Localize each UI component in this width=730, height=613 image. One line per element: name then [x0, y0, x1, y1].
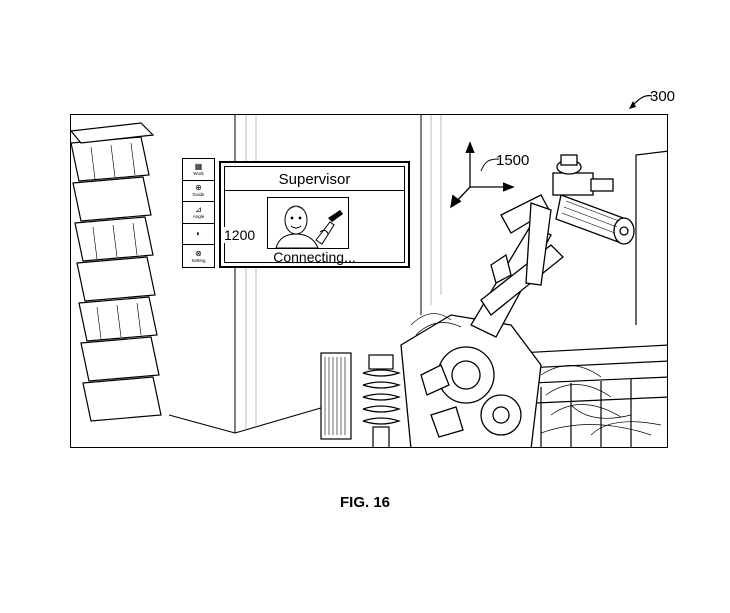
ref-300-arrow — [629, 95, 653, 109]
circle-plus-icon: ⊕ — [195, 183, 202, 193]
steering-column — [470, 194, 564, 338]
stacked-bins — [71, 122, 162, 422]
video-call-panel: Supervisor Connecting... — [219, 161, 410, 268]
axes-icon — [450, 141, 515, 209]
half-circle-icon: ◐ — [196, 229, 201, 239]
supervisor-video-feed — [267, 197, 349, 249]
workshop-scene — [71, 115, 667, 447]
menu-item-angle[interactable]: ⊿ Angle — [183, 202, 214, 224]
video-panel-inner: Supervisor Connecting... — [224, 166, 405, 265]
grid-icon: ▦ — [194, 161, 203, 171]
title-divider — [225, 190, 404, 191]
menu-item-setting[interactable]: ⊗ Setting — [191, 248, 206, 263]
radiator — [320, 352, 352, 440]
angle-icon: ⊿ — [195, 204, 202, 214]
menu-item-guide[interactable]: ⊕ Guide — [183, 181, 214, 203]
globe-icon: ⊗ — [195, 248, 202, 258]
connection-status: Connecting... — [273, 249, 356, 265]
shock-absorber — [362, 354, 401, 447]
ref-1500-label: 1500 — [496, 152, 530, 169]
supervisor-portrait — [275, 205, 343, 248]
scene-frame — [70, 114, 668, 448]
engine-block — [400, 314, 542, 447]
figure-caption: FIG. 16 — [339, 494, 391, 511]
menu-item-work[interactable]: ▦ Work — [183, 159, 214, 181]
ref-1200-label: 1200 — [224, 227, 256, 243]
menu-item-display[interactable]: ◐ — [183, 224, 214, 246]
menu-panel: ▦ Work ⊕ Guide ⊿ Angle ◐ ⊗ Setting — [182, 158, 215, 268]
handlebar-grip — [552, 154, 635, 245]
video-panel-title: Supervisor — [278, 171, 351, 188]
ref-300-label: 300 — [650, 88, 676, 105]
